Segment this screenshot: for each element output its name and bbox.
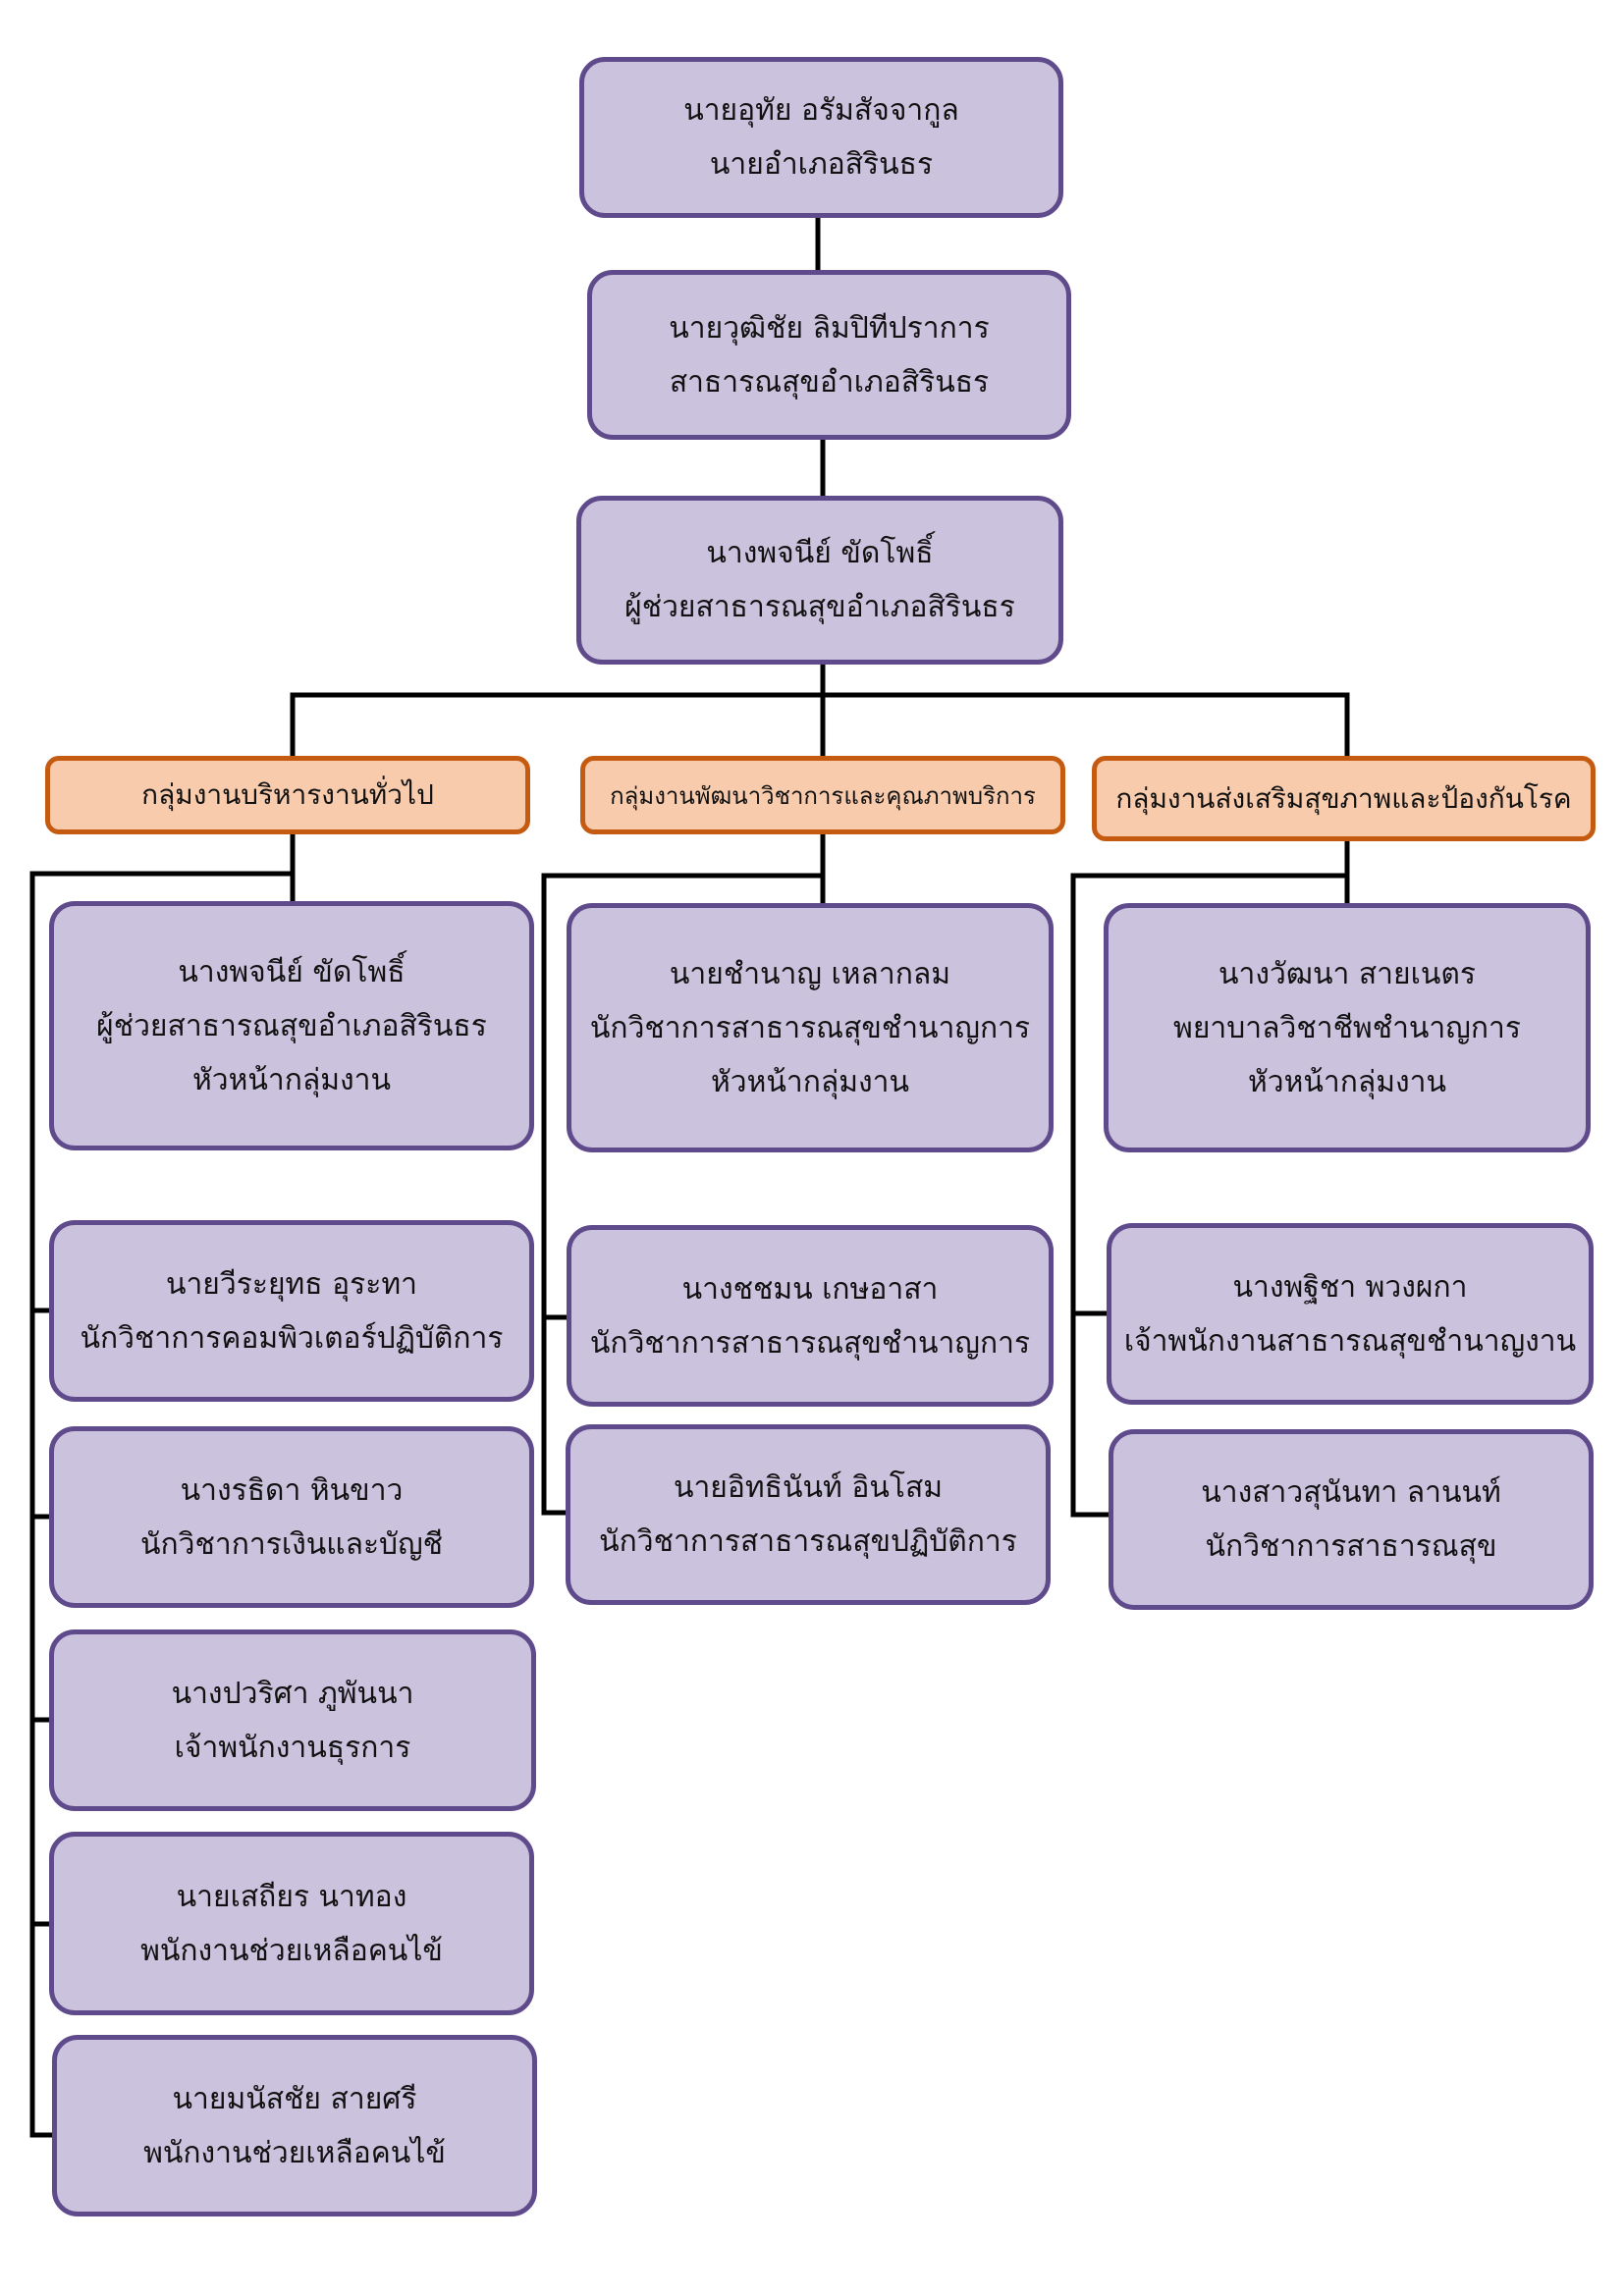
top-box-title: นายอำเภอสิรินธร — [709, 147, 934, 182]
member-position: นักวิชาการสาธารณสุขชำนาญการ — [589, 1010, 1031, 1045]
member-position: เจ้าพนักงานธุรการ — [174, 1730, 411, 1765]
member-role: หัวหน้ากลุ่มงาน — [1247, 1064, 1447, 1099]
top-box-name: นางพจนีย์ ขัดโพธิ์ — [706, 536, 934, 570]
member-name: นางพจนีย์ ขัดโพธิ์ — [178, 954, 406, 989]
member-name: นางปวริศา ภูพันนา — [171, 1676, 414, 1711]
member-card: นายเสถียร นาทอง พนักงานช่วยเหลือคนไข้ — [49, 1832, 534, 2015]
member-position: ผู้ช่วยสาธารณสุขอำเภอสิรินธร — [96, 1008, 487, 1043]
member-name: นายอิทธินันท์ อินโสม — [673, 1470, 944, 1505]
member-position: นักวิชาการคอมพิวเตอร์ปฏิบัติการ — [80, 1320, 504, 1356]
member-card: นางสาวสุนันทา ลานนท์ นักวิชาการสาธารณสุข — [1109, 1429, 1594, 1610]
member-name: นางพฐิชา พวงผกา — [1232, 1269, 1468, 1305]
member-card: นางวัฒนา สายเนตร พยาบาลวิชาชีพชำนาญการ ห… — [1104, 903, 1591, 1152]
member-card: นางพฐิชา พวงผกา เจ้าพนักงานสาธารณสุขชำนา… — [1107, 1223, 1594, 1405]
member-position: นักวิชาการสาธารณสุข — [1205, 1529, 1497, 1564]
top-box-assistant-health-officer: นางพจนีย์ ขัดโพธิ์ ผู้ช่วยสาธารณสุขอำเภอ… — [576, 496, 1063, 665]
member-position: พยาบาลวิชาชีพชำนาญการ — [1173, 1010, 1521, 1045]
top-box-title: ผู้ช่วยสาธารณสุขอำเภอสิรินธร — [624, 590, 1015, 624]
member-card: นางปวริศา ภูพันนา เจ้าพนักงานธุรการ — [49, 1629, 536, 1811]
top-box-governor: นายอุทัย อรัมสัจจากูล นายอำเภอสิรินธร — [579, 57, 1063, 218]
member-position: นักวิชาการสาธารณสุขปฏิบัติการ — [599, 1524, 1017, 1559]
member-position: เจ้าพนักงานสาธารณสุขชำนาญงาน — [1123, 1323, 1577, 1359]
top-box-district-health-officer: นายวุฒิชัย ลิมปิทีปราการ สาธารณสุขอำเภอส… — [587, 270, 1071, 440]
group-header-health-promotion: กลุ่มงานส่งเสริมสุขภาพและป้องกันโรค — [1092, 756, 1596, 841]
member-name: นายวีระยุทธ อุระทา — [165, 1266, 418, 1302]
member-card: นางชชมน เกษอาสา นักวิชาการสาธารณสุขชำนาญ… — [567, 1225, 1054, 1407]
member-card: นางพจนีย์ ขัดโพธิ์ ผู้ช่วยสาธารณสุขอำเภอ… — [49, 901, 534, 1150]
member-card: นายชำนาญ เหลากลม นักวิชาการสาธารณสุขชำนา… — [567, 903, 1054, 1152]
top-box-title: สาธารณสุขอำเภอสิรินธร — [669, 364, 990, 400]
member-card: นายมนัสชัย สายศรี พนักงานช่วยเหลือคนไข้ — [52, 2035, 537, 2216]
member-name: นายเสถียร นาทอง — [176, 1879, 407, 1914]
member-card: นายวีระยุทธ อุระทา นักวิชาการคอมพิวเตอร์… — [49, 1220, 534, 1402]
top-box-name: นายวุฒิชัย ลิมปิทีปราการ — [669, 310, 990, 346]
member-name: นางสาวสุนันทา ลานนท์ — [1201, 1475, 1501, 1510]
group-header-academic-quality: กลุ่มงานพัฒนาวิชาการและคุณภาพบริการ — [580, 756, 1065, 834]
group-header-general-admin: กลุ่มงานบริหารงานทั่วไป — [45, 756, 530, 834]
member-card: นางรธิดา หินขาว นักวิชาการเงินและบัญชี — [49, 1426, 534, 1608]
member-name: นายชำนาญ เหลากลม — [669, 956, 951, 991]
member-name: นางวัฒนา สายเนตร — [1218, 956, 1476, 991]
member-card: นายอิทธินันท์ อินโสม นักวิชาการสาธารณสุข… — [566, 1424, 1051, 1605]
member-name: นายมนัสชัย สายศรี — [172, 2081, 417, 2116]
member-role: หัวหน้ากลุ่มงาน — [710, 1064, 910, 1099]
member-position: นักวิชาการเงินและบัญชี — [139, 1526, 444, 1562]
member-role: หัวหน้ากลุ่มงาน — [191, 1062, 392, 1097]
top-box-name: นายอุทัย อรัมสัจจากูล — [683, 93, 959, 128]
member-name: นางรธิดา หินขาว — [180, 1472, 404, 1508]
member-position: พนักงานช่วยเหลือคนไข้ — [143, 2135, 446, 2170]
member-position: พนักงานช่วยเหลือคนไข้ — [140, 1933, 443, 1968]
member-name: นางชชมน เกษอาสา — [681, 1271, 939, 1307]
member-position: นักวิชาการสาธารณสุขชำนาญการ — [589, 1325, 1031, 1361]
